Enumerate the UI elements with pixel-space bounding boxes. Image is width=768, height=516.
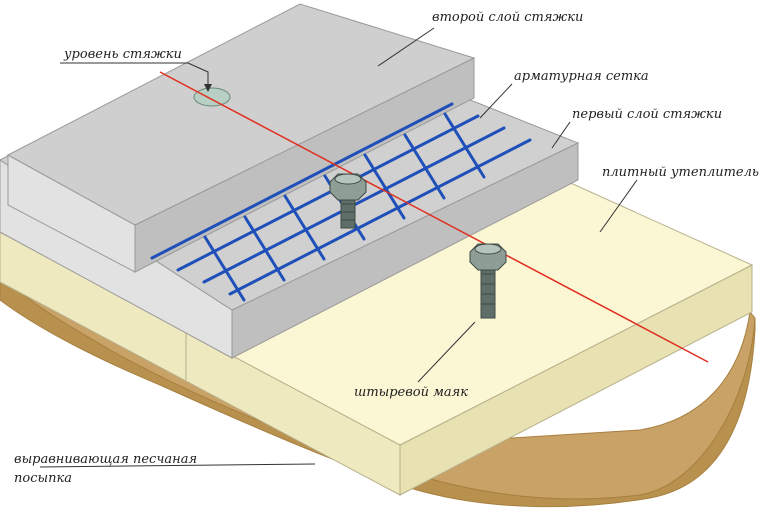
label-pin-beacon: штыревой маяк: [354, 385, 468, 400]
mesh-bar: [443, 112, 486, 179]
sand-underside: [0, 267, 756, 508]
mesh-bar: [283, 194, 326, 261]
mesh-bar: [203, 235, 246, 302]
screed-level-line: [159, 71, 709, 363]
label-insulation: плитный утеплитель: [602, 165, 759, 180]
leader-first-layer: [551, 121, 571, 149]
mesh-bar: [243, 215, 286, 282]
arrow-head: [204, 84, 212, 92]
leader-second-layer: [377, 27, 435, 67]
label-sand-line2: посыпка: [14, 471, 72, 486]
mesh-bar: [228, 138, 532, 296]
leader-pin-beacon: [417, 321, 476, 383]
leader-rebar-mesh: [479, 83, 513, 119]
label-screed-level: уровень стяжки: [63, 47, 182, 62]
leader-screed-level: [60, 62, 209, 84]
hex-bolt-icon: [329, 173, 367, 229]
leader-insulation: [599, 179, 638, 233]
level-disc-icon: [193, 87, 231, 107]
label-rebar-mesh: арматурная сетка: [514, 69, 649, 84]
mesh-bar: [176, 114, 480, 272]
label-first-layer: первый слой стяжки: [572, 107, 722, 122]
sand-base: [0, 267, 756, 508]
labels: второй слой стяжки уровень стяжки армату…: [14, 10, 759, 486]
label-second-layer: второй слой стяжки: [432, 10, 583, 25]
mesh-bar: [150, 102, 454, 260]
leader-lines: [39, 27, 638, 468]
mesh-bar: [403, 133, 446, 200]
mesh-bar: [363, 153, 406, 220]
leader-sand: [39, 463, 316, 468]
hex-bolt-icon: [469, 243, 507, 319]
label-sand-line1: выравнивающая песчаная: [14, 452, 197, 467]
